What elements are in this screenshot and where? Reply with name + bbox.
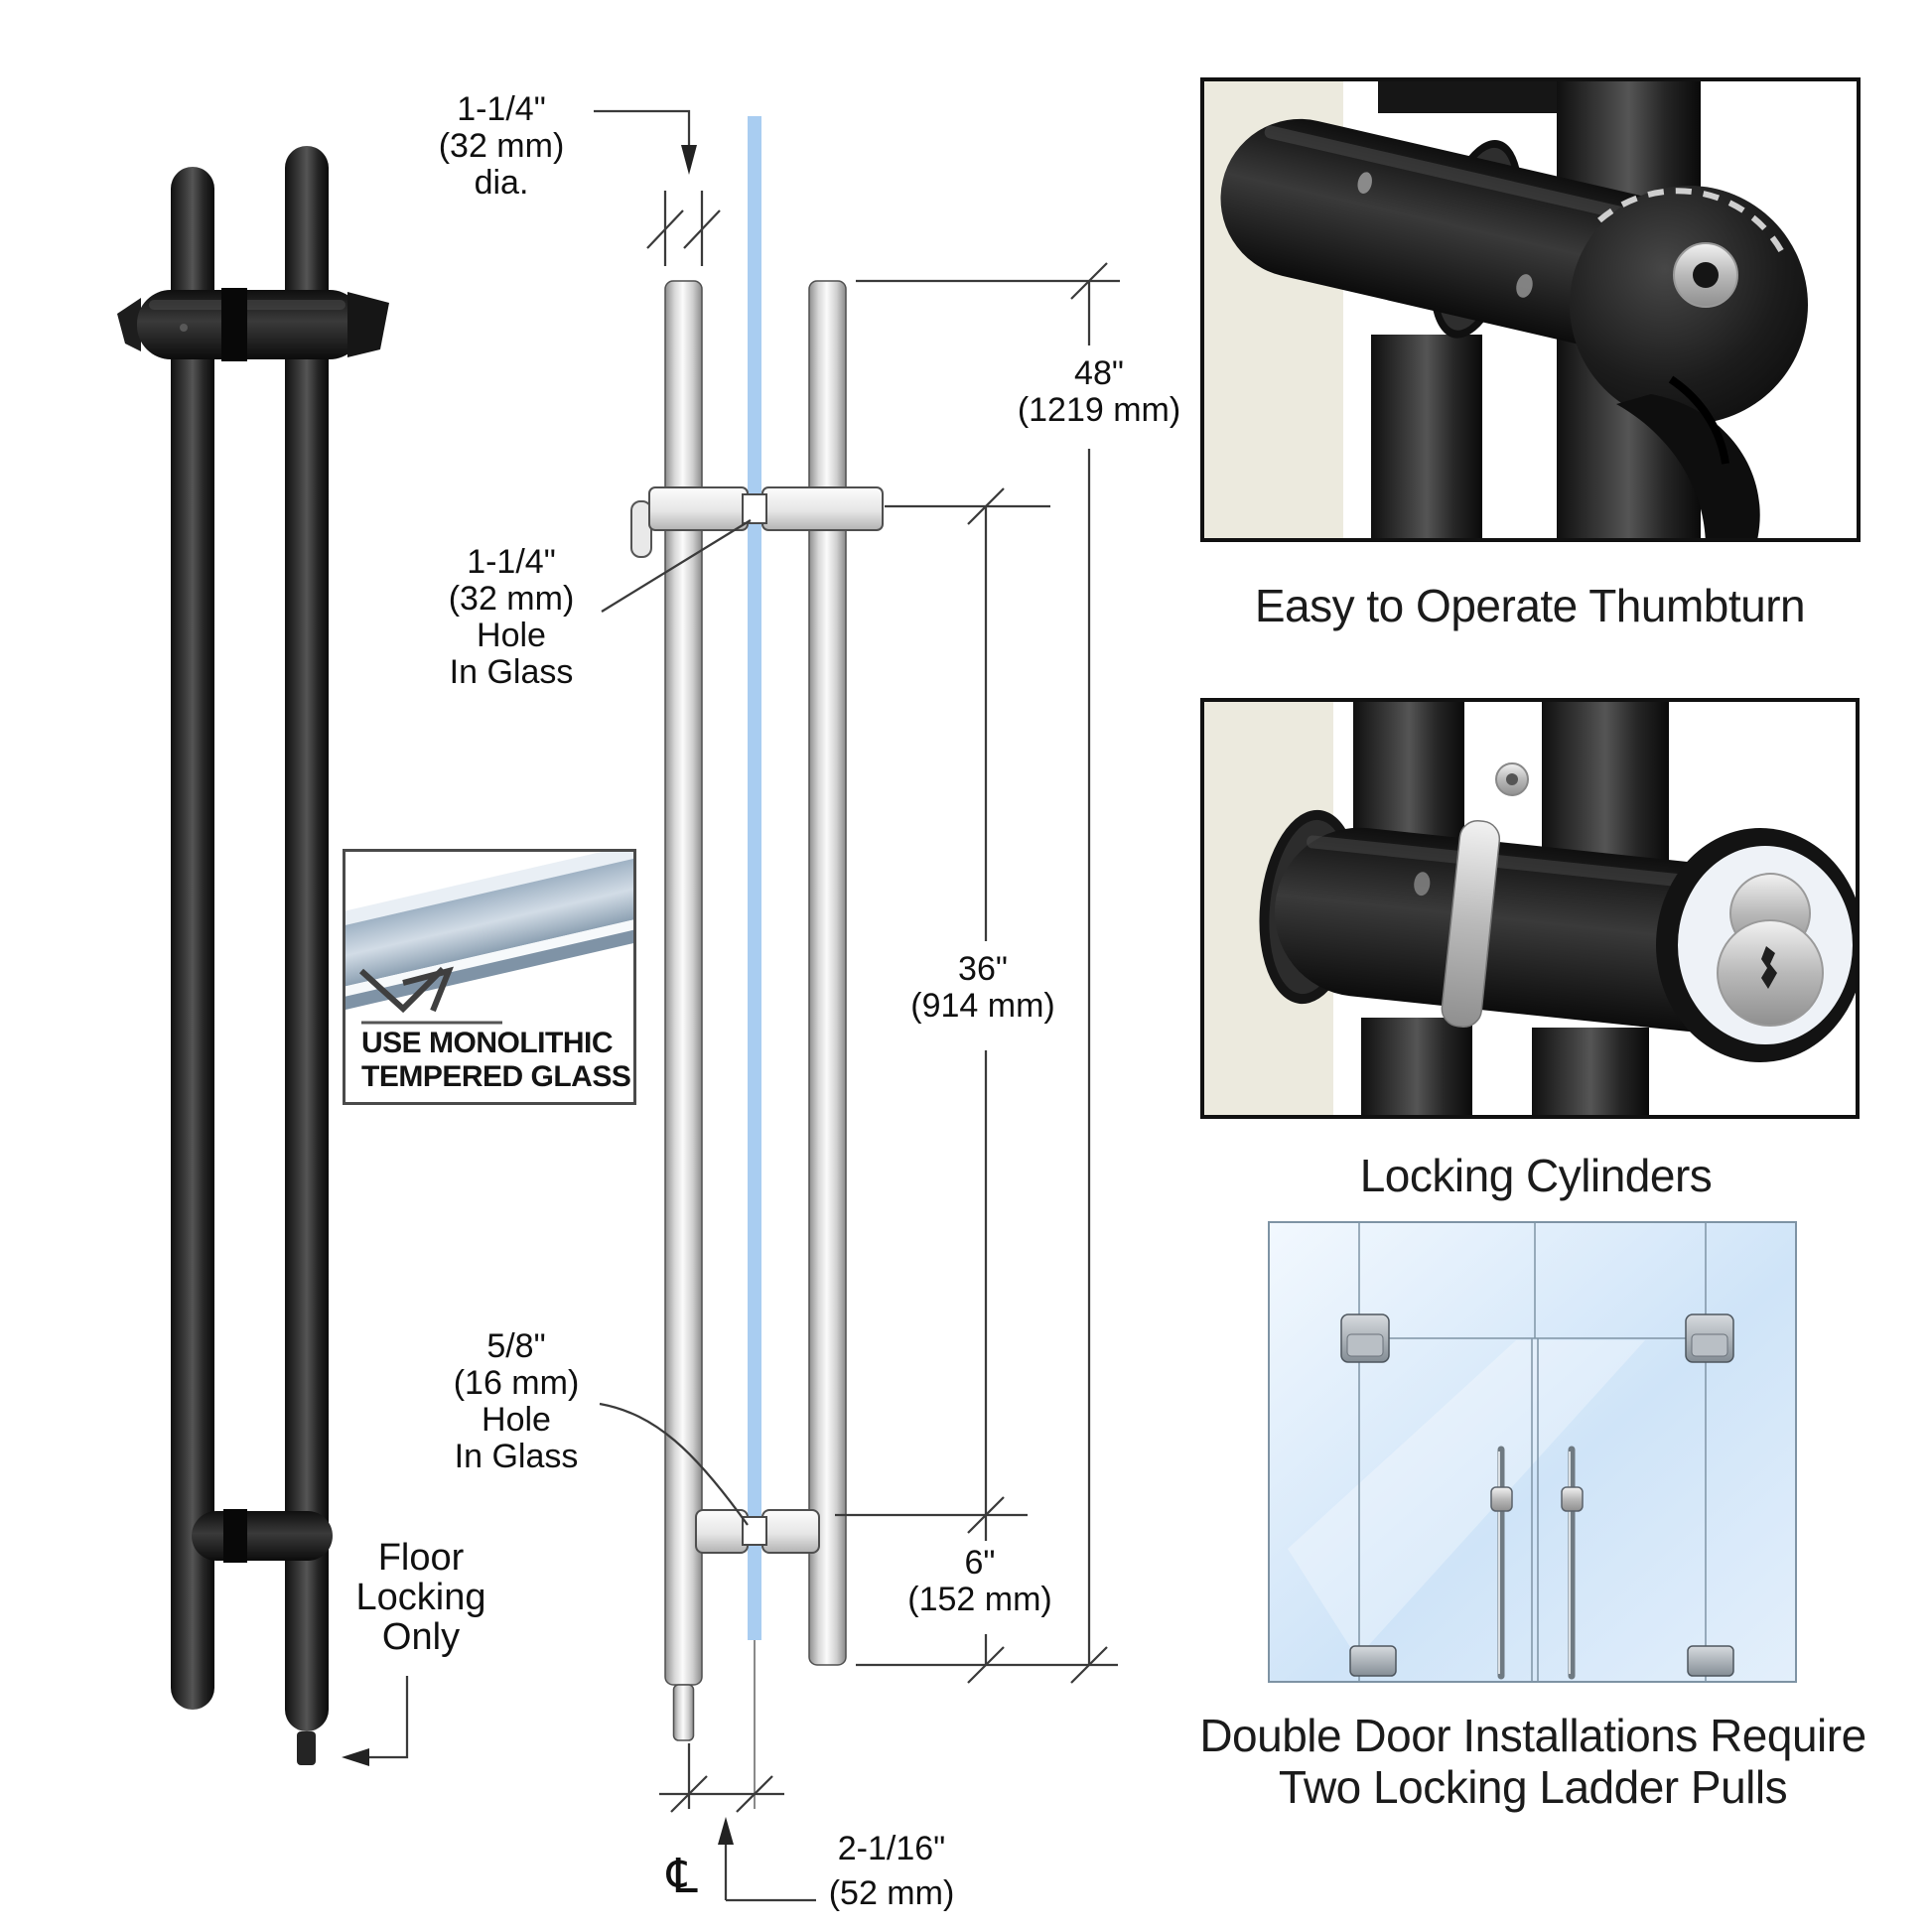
dimension-lines [367, 109, 1120, 1902]
locking-cylinders-photo-art [1204, 702, 1856, 1115]
dim-36-label: 36"(914 mm) [910, 950, 1055, 1025]
double-door-caption: Double Door Installations Require Two Lo… [1199, 1710, 1866, 1813]
dim-48-label: 48"(1219 mm) [1017, 354, 1181, 429]
thumbturn-photo-art [1204, 81, 1808, 538]
dia-label: 1-1/4"(32 mm)dia. [438, 90, 565, 202]
badge-line-1: USE MONOLITHIC [361, 1027, 614, 1059]
thumbturn-caption: Easy to Operate Thumbturn [1254, 580, 1806, 631]
tempered-glass-badge: USE MONOLITHIC TEMPERED GLASS [343, 849, 636, 1105]
centerline-symbol: ℄ [667, 1849, 698, 1904]
arrowheads [342, 145, 734, 1845]
patch-fittings [1340, 1313, 1734, 1677]
locking-cylinders-caption: Locking Cylinders [1359, 1150, 1713, 1201]
black-ladder-pull-render [117, 146, 389, 1765]
dim-2-1-16-label: 2-1/16"(52 mm) [828, 1830, 955, 1912]
ladder-pull-handles [1490, 1446, 1584, 1680]
thumbturn-photo [1200, 77, 1861, 542]
technical-drawing [630, 116, 884, 1809]
double-door-art [1268, 1221, 1797, 1683]
locking-cylinders-photo [1200, 698, 1860, 1119]
double-door-illustration [1268, 1221, 1797, 1683]
dim-6-label: 6"(152 mm) [907, 1544, 1052, 1618]
badge-line-2: TEMPERED GLASS [361, 1060, 631, 1093]
glass-corner-icon [345, 852, 633, 1025]
